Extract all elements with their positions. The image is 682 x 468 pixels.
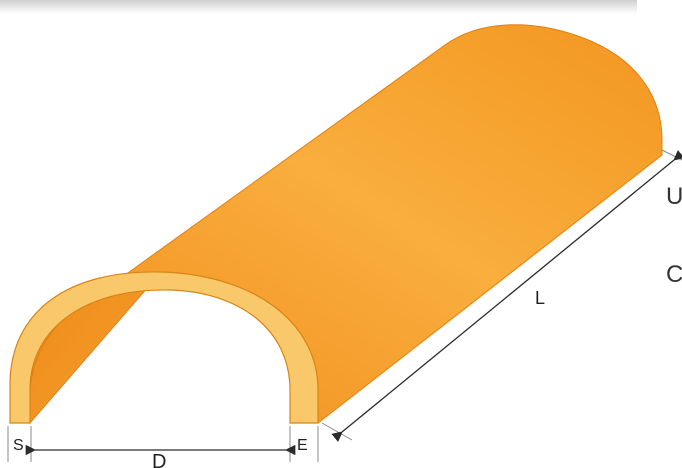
length-dimension-arrow [331, 150, 682, 442]
tile-front-arch [9, 271, 319, 424]
length-label: L [535, 288, 545, 308]
side-text-line-1: U [666, 183, 682, 210]
end-edge-label: E [297, 437, 308, 454]
top-shadow-bar [0, 0, 637, 14]
side-text-line-2: C [666, 261, 682, 288]
length-extension-bottom [321, 422, 353, 441]
length-extension-top [661, 149, 682, 161]
tile-inner-surface [30, 282, 290, 423]
start-edge-label: S [13, 437, 24, 454]
diameter-label: D [152, 451, 166, 468]
